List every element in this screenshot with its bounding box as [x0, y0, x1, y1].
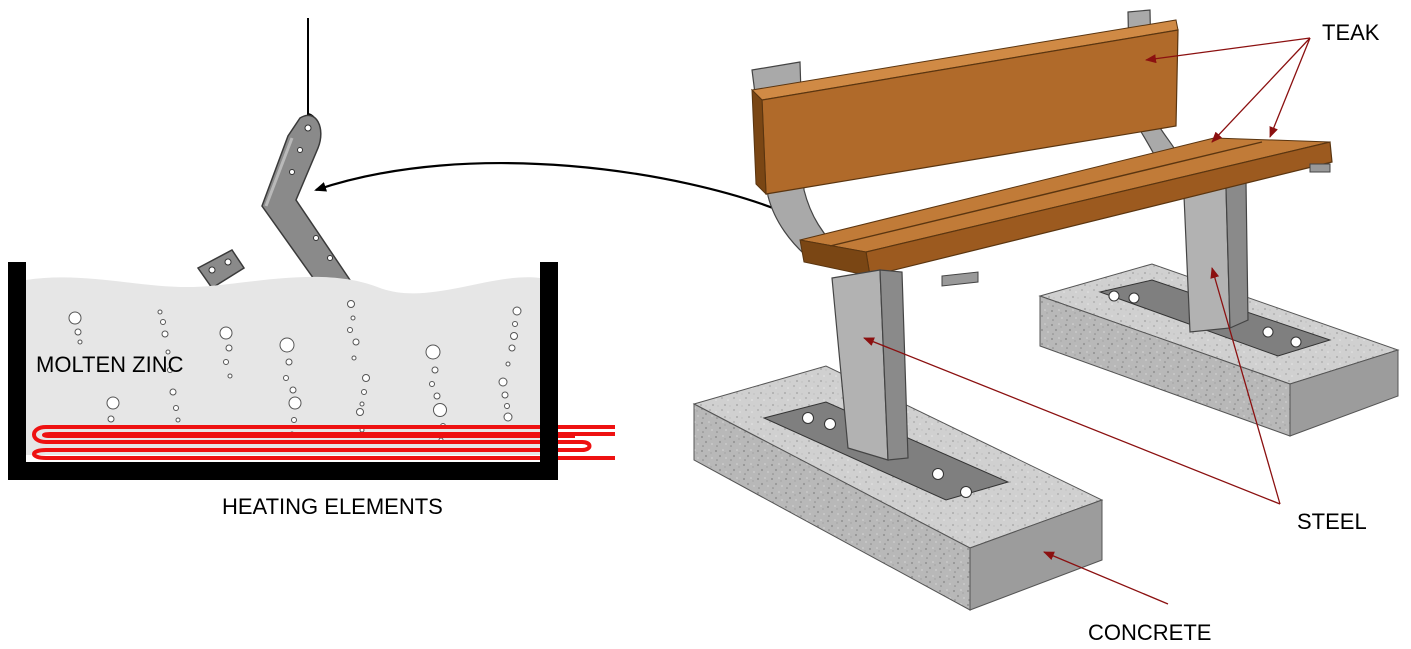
label-concrete: CONCRETE: [1088, 620, 1212, 645]
leader-teak-seat-1: [1211, 37, 1311, 143]
leader-teak-seat-2: [1269, 37, 1311, 138]
leader-lines: [863, 37, 1311, 605]
label-steel: STEEL: [1297, 509, 1367, 534]
label-heating-elements: HEATING ELEMENTS: [222, 494, 443, 519]
teak-backrest: [750, 19, 1179, 196]
teak-seat: [799, 137, 1333, 287]
heating-elements: [32, 425, 615, 460]
steel-bracket-dipped: [196, 114, 352, 298]
label-molten-zinc: MOLTEN ZINC: [36, 352, 184, 377]
leader-concrete: [1043, 551, 1169, 605]
park-bench: [692, 9, 1400, 611]
molten-zinc-bath: [26, 276, 540, 455]
leader-teak-backrest: [1145, 37, 1311, 64]
zinc-bubbles: [68, 300, 522, 443]
label-teak: TEAK: [1322, 20, 1380, 45]
galvanizing-bath: [8, 18, 615, 480]
steel-leg-rear: [1183, 181, 1249, 333]
leader-steel-rear: [1210, 267, 1281, 505]
transfer-arrow: [314, 162, 787, 215]
leader-steel-front: [863, 337, 1281, 505]
steel-leg-front: [831, 269, 909, 461]
